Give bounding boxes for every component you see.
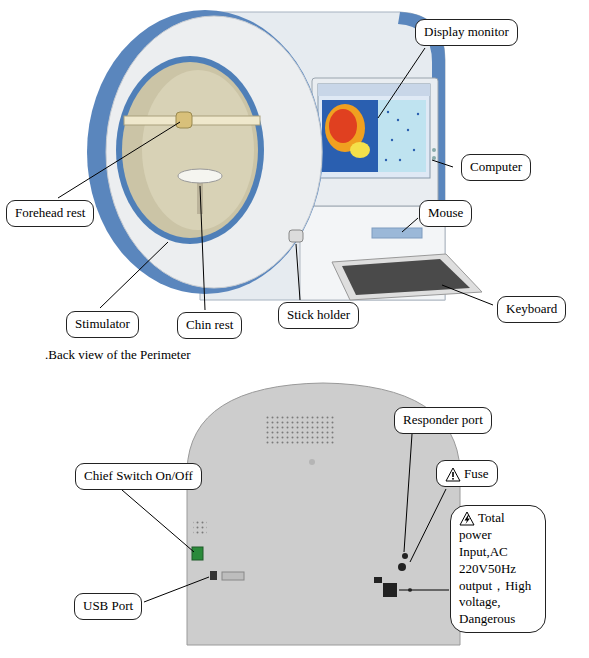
callout-box: Keyboard (497, 296, 566, 323)
callout-box: Total power Input,AC 220V50Hz output，Hig… (450, 505, 546, 633)
callout-text: Display monitor (424, 24, 509, 39)
callout-text: Stimulator (75, 316, 130, 331)
callout-text: Keyboard (506, 301, 557, 316)
leader-lines (58, 48, 493, 602)
warning-icon (445, 467, 461, 482)
callout-box: Chief Switch On/Off (75, 463, 202, 490)
callout-text: Fuse (464, 466, 489, 481)
callout-text: USB Port (83, 598, 133, 613)
callout-text: Stick holder (287, 307, 350, 322)
callout-text: Chief Switch On/Off (84, 468, 193, 483)
callout-box: Computer (461, 154, 531, 181)
callout-box: Forehead rest (6, 200, 94, 227)
callout-box: Fuse (436, 460, 498, 487)
callout-box: Chin rest (177, 312, 242, 339)
callout-text: Chin rest (186, 317, 233, 332)
callout-box: Responder port (394, 407, 492, 434)
callout-text: Responder port (403, 412, 483, 427)
callout-text: Computer (470, 159, 522, 174)
callout-text: Forehead rest (15, 205, 85, 220)
callout-box: Stick holder (278, 302, 359, 329)
callout-box: USB Port (74, 593, 142, 620)
callout-box: Mouse (419, 200, 472, 227)
callout-box: Stimulator (66, 311, 139, 338)
callout-box: Display monitor (415, 19, 518, 46)
high-voltage-icon (459, 511, 475, 526)
callout-text: Total power Input,AC 220V50Hz output，Hig… (459, 510, 531, 626)
callout-text: Mouse (428, 205, 463, 220)
view-caption: .Back view of the Perimeter (45, 347, 190, 364)
